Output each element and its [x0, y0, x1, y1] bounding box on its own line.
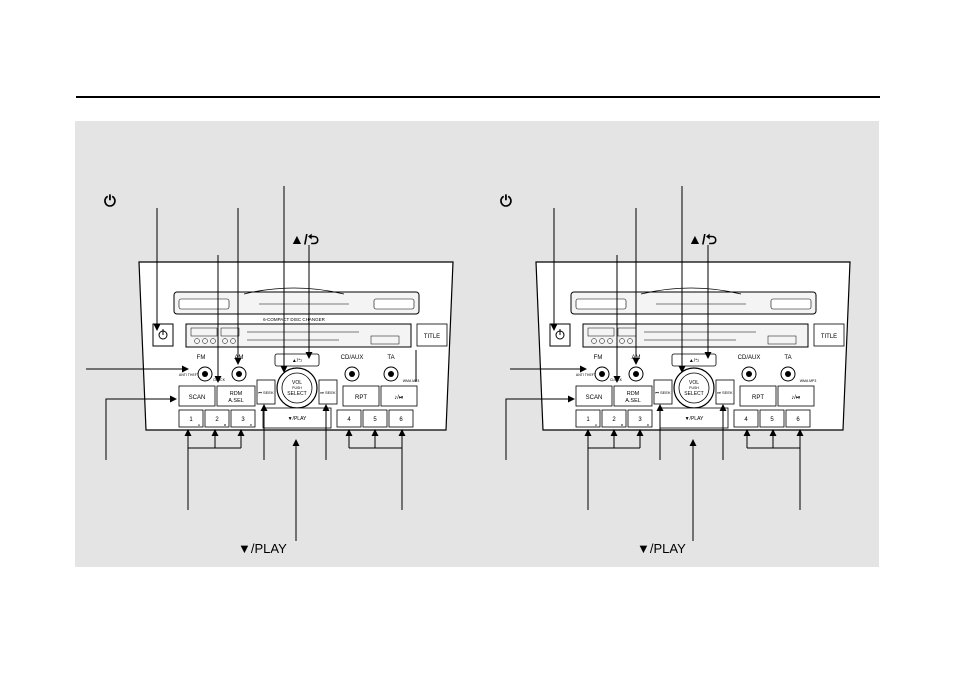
preset-1-label: 1	[586, 417, 590, 423]
scan-button-label: SCAN	[189, 395, 206, 401]
rpt-button-label: RPT	[355, 395, 367, 401]
preset-sub-R-label: R	[250, 423, 253, 427]
title-button-label: TITLE	[821, 334, 837, 340]
preset-5-label: 5	[373, 417, 377, 423]
preset-sub-M-label: M	[224, 423, 227, 427]
play-button-label: ▼/PLAY	[288, 416, 307, 422]
wma-mp3-label: WMA MP3	[800, 379, 817, 383]
anti-theft-label: ANTI THEFT	[576, 373, 597, 377]
rpt-button-label: RPT	[752, 395, 764, 401]
skip-button-label: ♪/⏯	[791, 395, 801, 401]
seek-right-label: ⏭ SEEK	[717, 390, 733, 395]
vol-label: VOL	[689, 380, 699, 386]
callout-lines-left	[86, 186, 417, 541]
push-label: PUSH	[689, 386, 699, 390]
scan-button-label: SCAN	[586, 395, 603, 401]
select-label: SELECT	[287, 391, 306, 397]
asel-button-label: A.SEL	[228, 398, 244, 404]
preset-sub-H-label: H	[198, 423, 200, 427]
fm-button-label: FM	[594, 355, 603, 361]
preset-2-label: 2	[215, 417, 219, 423]
play-callout-left: ▼/PLAY	[238, 541, 287, 556]
select-label: SELECT	[684, 391, 703, 397]
callout-lines-right	[505, 186, 804, 541]
preset-sub-M-label: M	[621, 423, 624, 427]
preset-4-label: 4	[347, 417, 351, 423]
push-label: PUSH	[292, 386, 302, 390]
anti-theft-label: ANTI THEFT	[179, 373, 200, 377]
radio-unit-right: TITLE FM ANTI THEFT CLOCK AM ▲/⮌ CD/AUX …	[535, 261, 851, 431]
preset-sub-R-label: R	[647, 423, 650, 427]
preset-4-label: 4	[744, 417, 748, 423]
eject-button-label: ▲/⮌	[292, 357, 302, 364]
preset-2-label: 2	[612, 417, 616, 423]
eject-callout-left: ▲/⮌	[290, 231, 319, 247]
seek-left-label: ⏮ SEEK	[655, 390, 671, 395]
wma-mp3-label: WMA MP3	[403, 379, 420, 383]
ta-button-label: TA	[387, 355, 394, 361]
preset-3-label: 3	[638, 417, 642, 423]
power-callout-left: ⏻	[104, 193, 116, 210]
preset-3-label: 3	[241, 417, 245, 423]
eject-button-label: ▲/⮌	[689, 357, 699, 364]
preset-1-label: 1	[189, 417, 193, 423]
title-button-label: TITLE	[424, 334, 440, 340]
skip-button-label: ♪/⏯	[394, 395, 404, 401]
preset-sub-H-label: H	[595, 423, 597, 427]
cdaux-button-label: CD/AUX	[738, 355, 761, 361]
changer-label: 6-COMPACT DISC CHANGER	[263, 317, 326, 322]
radio-unit-left: 6-COMPACT DISC CHANGER TITLE FM A	[138, 261, 454, 431]
power-callout-right: ⏻	[500, 193, 512, 210]
asel-button-label: A.SEL	[625, 398, 641, 404]
seek-right-label: ⏭ SEEK	[320, 390, 336, 395]
fm-button-label: FM	[197, 355, 206, 361]
play-button-label: ▼/PLAY	[685, 416, 704, 422]
preset-6-label: 6	[399, 417, 403, 423]
rdm-button-label: RDM	[230, 391, 243, 397]
clock-label: CLOCK	[213, 378, 226, 382]
eject-callout-right: ▲/⮌	[688, 231, 717, 247]
cdaux-button-label: CD/AUX	[341, 355, 364, 361]
ta-button-label: TA	[784, 355, 791, 361]
play-callout-right: ▼/PLAY	[637, 541, 686, 556]
preset-5-label: 5	[770, 417, 774, 423]
clock-label: CLOCK	[610, 378, 623, 382]
am-button-label: AM	[235, 355, 244, 361]
header-rule	[76, 96, 880, 98]
seek-left-label: ⏮ SEEK	[258, 390, 274, 395]
vol-label: VOL	[292, 380, 302, 386]
preset-6-label: 6	[796, 417, 800, 423]
rdm-button-label: RDM	[627, 391, 640, 397]
